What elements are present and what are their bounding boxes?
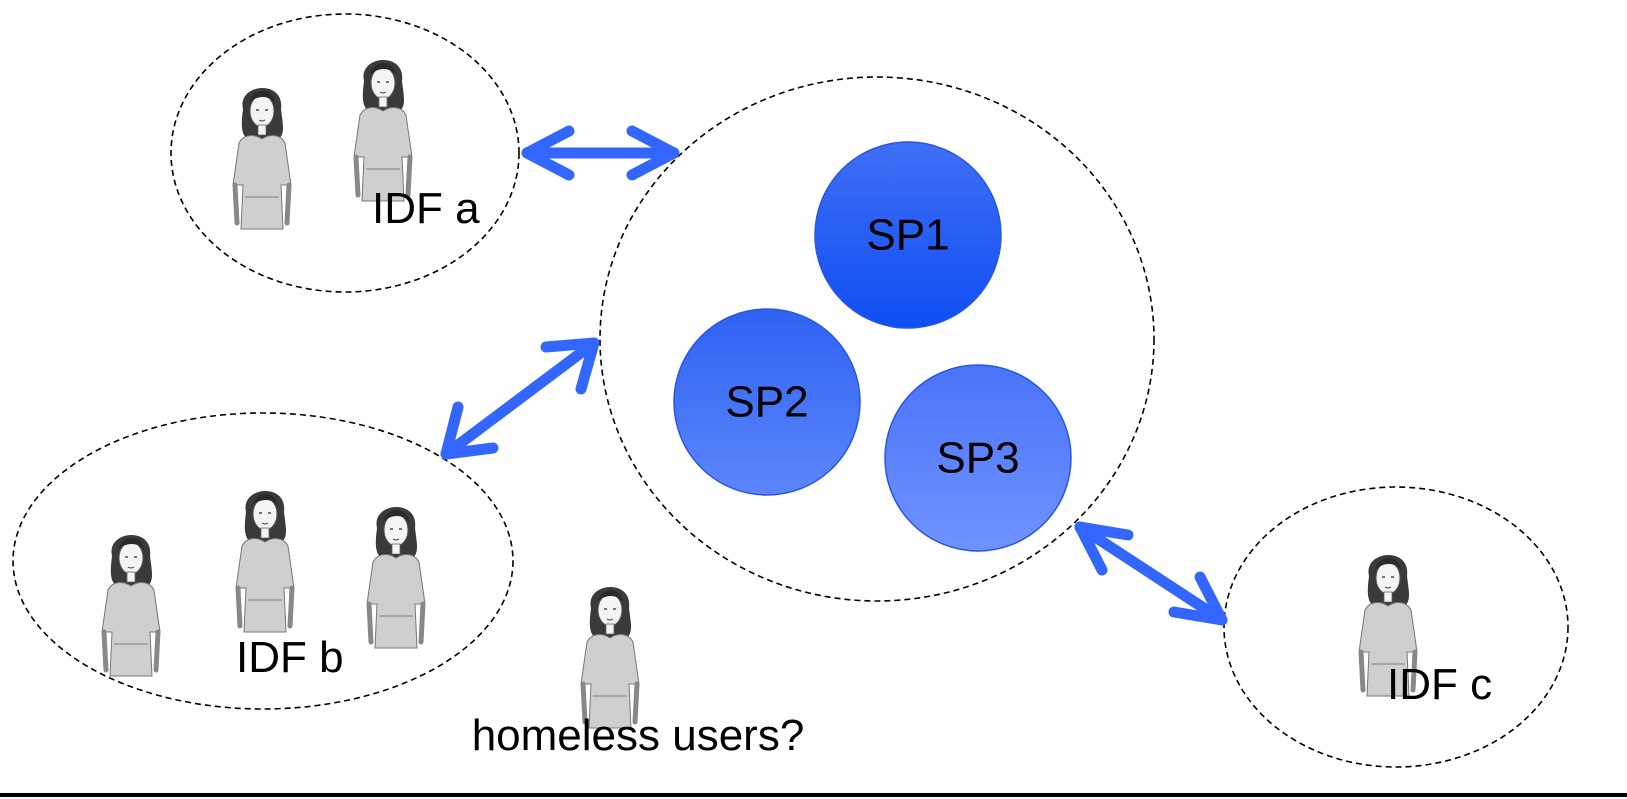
sp2-label: SP2 bbox=[725, 378, 808, 427]
arrow-idf-b-sp bbox=[440, 337, 600, 460]
user-icon bbox=[354, 60, 412, 201]
idf-b-group bbox=[12, 412, 514, 710]
sp2-circle bbox=[673, 308, 861, 496]
sp1-circle bbox=[814, 141, 1002, 329]
idf-c-label: IDF c bbox=[1387, 660, 1492, 709]
user-icon bbox=[236, 491, 294, 632]
idf-a-label: IDF a bbox=[372, 184, 480, 233]
user-icon bbox=[367, 507, 425, 648]
sp-federation-group bbox=[599, 76, 1155, 602]
idf-c-group bbox=[1223, 486, 1569, 768]
homeless-users-label: homeless users? bbox=[472, 711, 805, 760]
idf-a-group bbox=[170, 13, 520, 293]
user-icon bbox=[102, 535, 160, 676]
user-icon bbox=[581, 587, 639, 728]
sp3-circle bbox=[884, 364, 1072, 552]
sp1-label: SP1 bbox=[866, 211, 949, 260]
user-icon bbox=[233, 88, 291, 229]
idf-b-label: IDF b bbox=[236, 633, 344, 682]
arrow-idf-a-sp bbox=[521, 125, 680, 181]
sp3-label: SP3 bbox=[936, 434, 1019, 483]
arrow-idf-c-sp bbox=[1074, 521, 1228, 626]
